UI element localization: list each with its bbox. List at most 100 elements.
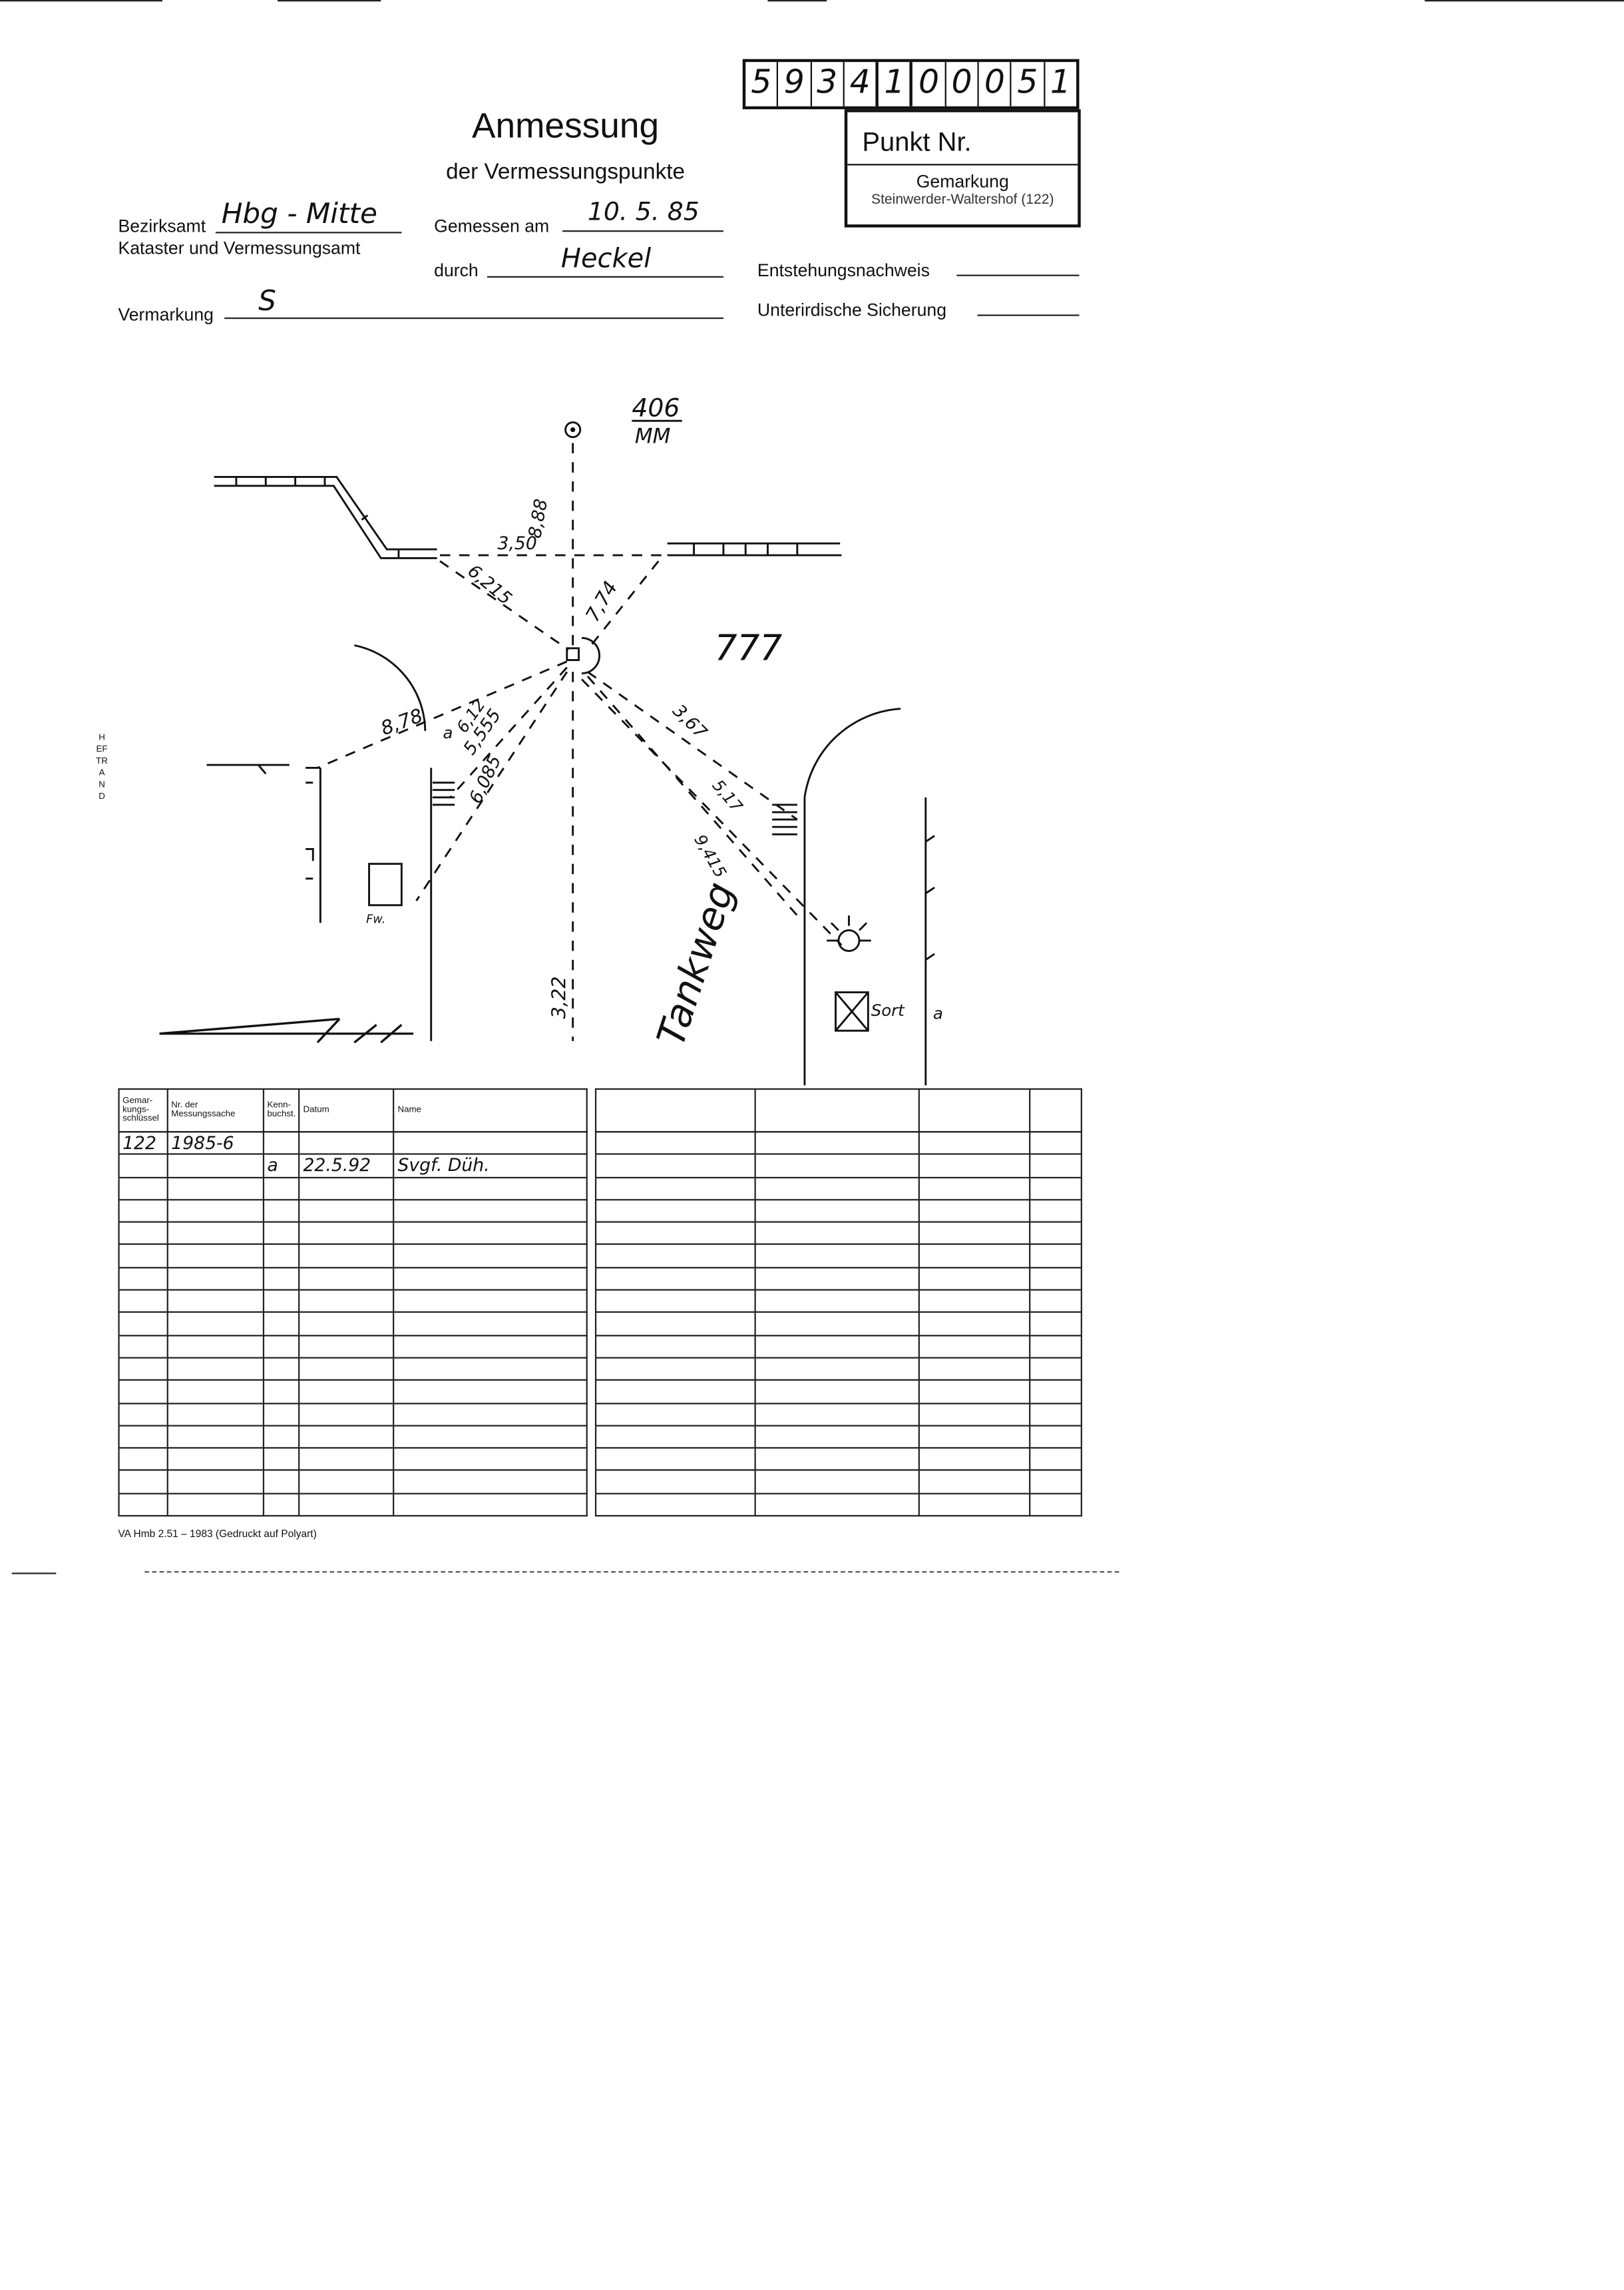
table-cell[interactable] (118, 1334, 168, 1359)
table-cell[interactable] (1029, 1244, 1082, 1268)
table-cell[interactable] (1029, 1154, 1082, 1178)
entstehung-line[interactable] (956, 274, 1080, 276)
table-cell[interactable] (1029, 1289, 1082, 1313)
table-cell[interactable] (298, 1289, 395, 1313)
table-cell[interactable]: 1985-6 (166, 1131, 265, 1156)
table-cell[interactable] (594, 1176, 756, 1201)
table-cell[interactable] (1029, 1311, 1082, 1336)
table-cell[interactable] (393, 1447, 588, 1472)
table-cell[interactable] (393, 1425, 588, 1449)
table-cell[interactable] (594, 1221, 756, 1246)
bezirksamt-value[interactable]: Hbg - Mitte (221, 198, 377, 231)
table-cell[interactable] (393, 1492, 588, 1517)
table-cell[interactable] (262, 1311, 301, 1336)
table-cell[interactable] (298, 1266, 395, 1291)
table-cell[interactable] (393, 1379, 588, 1404)
table-cell[interactable] (754, 1492, 920, 1517)
table-cell[interactable] (1029, 1266, 1082, 1291)
table-cell[interactable] (594, 1492, 756, 1517)
table-cell[interactable] (918, 1447, 1031, 1472)
table-cell[interactable] (918, 1221, 1031, 1246)
table-cell[interactable] (918, 1425, 1031, 1449)
table-cell[interactable] (918, 1492, 1031, 1517)
table-cell[interactable] (754, 1357, 920, 1381)
table-cell[interactable] (594, 1289, 756, 1313)
table-cell[interactable] (393, 1334, 588, 1359)
table-cell[interactable] (118, 1154, 168, 1178)
table-cell[interactable] (118, 1266, 168, 1291)
table-cell[interactable] (918, 1311, 1031, 1336)
table-cell[interactable] (393, 1244, 588, 1268)
table-cell[interactable] (1029, 1470, 1082, 1494)
table-cell[interactable] (594, 1131, 756, 1156)
table-cell[interactable] (118, 1402, 168, 1427)
table-cell[interactable] (262, 1357, 301, 1381)
table-cell[interactable] (118, 1244, 168, 1268)
table-cell[interactable] (393, 1311, 588, 1336)
table-cell[interactable] (754, 1470, 920, 1494)
table-cell[interactable] (754, 1334, 920, 1359)
table-cell[interactable] (166, 1176, 265, 1201)
table-cell[interactable] (754, 1221, 920, 1246)
table-cell[interactable] (262, 1244, 301, 1268)
table-cell[interactable] (118, 1447, 168, 1472)
table-cell[interactable] (166, 1447, 265, 1472)
table-cell[interactable]: 122 (118, 1131, 168, 1156)
table-cell[interactable] (118, 1221, 168, 1246)
table-cell[interactable] (262, 1221, 301, 1246)
table-cell[interactable] (118, 1198, 168, 1224)
table-cell[interactable] (262, 1492, 301, 1517)
table-cell[interactable] (393, 1266, 588, 1291)
table-cell[interactable] (393, 1289, 588, 1313)
table-cell[interactable] (118, 1311, 168, 1336)
table-cell[interactable] (118, 1357, 168, 1381)
table-cell[interactable] (166, 1244, 265, 1268)
table-cell[interactable] (918, 1198, 1031, 1224)
table-cell[interactable] (262, 1176, 301, 1201)
table-cell[interactable] (118, 1379, 168, 1404)
table-cell[interactable] (298, 1425, 395, 1449)
table-cell[interactable] (754, 1198, 920, 1224)
table-cell[interactable]: 22.5.92 (298, 1154, 395, 1178)
table-cell[interactable] (393, 1221, 588, 1246)
table-cell[interactable] (166, 1198, 265, 1224)
table-cell[interactable] (754, 1425, 920, 1449)
table-cell[interactable] (594, 1244, 756, 1268)
table-cell[interactable] (298, 1402, 395, 1427)
sicherung-line[interactable] (977, 314, 1080, 316)
table-cell[interactable] (918, 1334, 1031, 1359)
table-cell[interactable] (298, 1221, 395, 1246)
table-cell[interactable] (393, 1131, 588, 1156)
table-cell[interactable] (918, 1357, 1031, 1381)
table-cell[interactable] (166, 1266, 265, 1291)
table-cell[interactable] (918, 1131, 1031, 1156)
table-cell[interactable] (1029, 1447, 1082, 1472)
table-cell[interactable] (262, 1266, 301, 1291)
table-cell[interactable] (754, 1379, 920, 1404)
table-cell[interactable] (262, 1470, 301, 1494)
table-cell[interactable] (1029, 1402, 1082, 1427)
table-cell[interactable] (298, 1131, 395, 1156)
table-cell[interactable] (754, 1154, 920, 1178)
table-cell[interactable] (754, 1131, 920, 1156)
table-cell[interactable] (298, 1379, 395, 1404)
table-cell[interactable] (393, 1176, 588, 1201)
table-cell[interactable] (918, 1154, 1031, 1178)
table-cell[interactable] (1029, 1131, 1082, 1156)
table-cell[interactable] (166, 1289, 265, 1313)
vermarkung-value[interactable]: S (258, 285, 276, 318)
table-cell[interactable] (754, 1244, 920, 1268)
table-cell[interactable] (118, 1176, 168, 1201)
table-cell[interactable] (262, 1289, 301, 1313)
table-cell[interactable] (754, 1447, 920, 1472)
table-cell[interactable] (298, 1357, 395, 1381)
table-cell[interactable] (393, 1402, 588, 1427)
table-cell[interactable] (166, 1221, 265, 1246)
table-cell[interactable] (166, 1154, 265, 1178)
table-cell[interactable] (1029, 1357, 1082, 1381)
table-cell[interactable] (754, 1311, 920, 1336)
table-cell[interactable] (594, 1154, 756, 1178)
table-cell[interactable] (918, 1379, 1031, 1404)
table-cell[interactable] (594, 1379, 756, 1404)
table-cell[interactable] (166, 1492, 265, 1517)
